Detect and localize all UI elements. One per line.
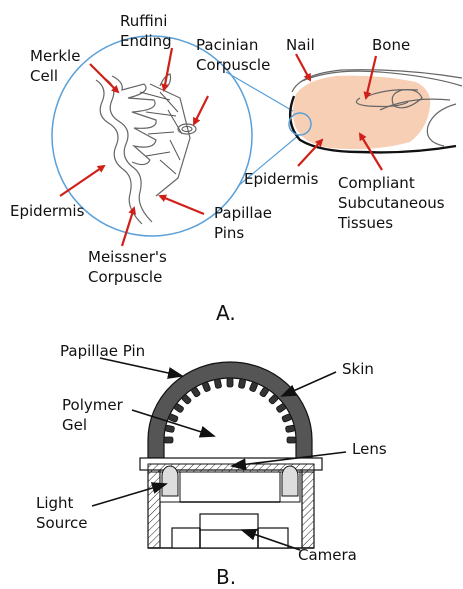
skin-dome	[148, 362, 312, 458]
meissner-label: Meissner's	[88, 248, 167, 266]
epidermis-right-label: Epidermis	[244, 170, 319, 188]
epidermis-left-label: Epidermis	[10, 202, 85, 220]
papillae-pin-label: Papillae Pin	[60, 342, 145, 360]
polymer-gel-label-2: Gel	[62, 416, 87, 434]
papillae-pin	[238, 379, 246, 389]
papillae-pin	[214, 379, 222, 389]
papillae-pin	[287, 437, 296, 443]
compliant-label-3: Tissues	[337, 214, 393, 232]
camera-body	[172, 528, 288, 548]
papillae-pin	[202, 382, 211, 393]
camera-label: Camera	[298, 546, 357, 564]
pacinian-label: Pacinian	[196, 36, 258, 54]
compliant-label-2: Subcutaneous	[338, 194, 445, 212]
finger-sketch	[289, 70, 462, 153]
panel-b: Papillae Pin Skin Polymer Gel Lens Light…	[36, 342, 387, 589]
meissner-label-2: Corpuscle	[88, 268, 162, 286]
panel-a: Ruffini Ending Merkle Cell Pacinian Corp…	[10, 12, 462, 325]
papillae-pin	[249, 382, 258, 393]
papillae-pin	[282, 414, 293, 423]
compliant-label: Compliant	[338, 174, 415, 192]
magnifier-connector-top	[226, 72, 298, 114]
papillae-pin	[227, 378, 233, 387]
camera-lens-block	[200, 514, 258, 530]
light-source-label-2: Source	[36, 514, 88, 532]
light-source-label: Light	[36, 494, 74, 512]
papillae-pin	[285, 425, 295, 433]
panel-b-label: B.	[216, 565, 236, 589]
led-left	[162, 466, 178, 496]
ruffini-label: Ruffini	[120, 12, 167, 30]
papillae-pins-label-2: Pins	[214, 224, 244, 242]
housing-right-wall	[302, 468, 314, 548]
merkle-label: Merkle	[30, 47, 80, 65]
bone-label: Bone	[372, 36, 410, 54]
pacinian-label-2: Corpuscle	[196, 56, 270, 74]
housing-left-wall	[148, 468, 160, 548]
papillae-pin	[164, 437, 173, 443]
panel-a-label: A.	[216, 301, 236, 325]
polymer-gel-label: Polymer	[62, 396, 124, 414]
nail-label: Nail	[286, 36, 315, 54]
papillae-pins-label: Papillae	[214, 204, 272, 222]
ruffini-label-2: Ending	[120, 32, 172, 50]
skin-cross-section	[96, 74, 196, 224]
merkle-label-2: Cell	[30, 67, 58, 85]
led-right	[282, 466, 298, 496]
lens-label: Lens	[352, 440, 387, 458]
skin-label: Skin	[342, 360, 374, 378]
papillae-pin	[165, 425, 175, 433]
